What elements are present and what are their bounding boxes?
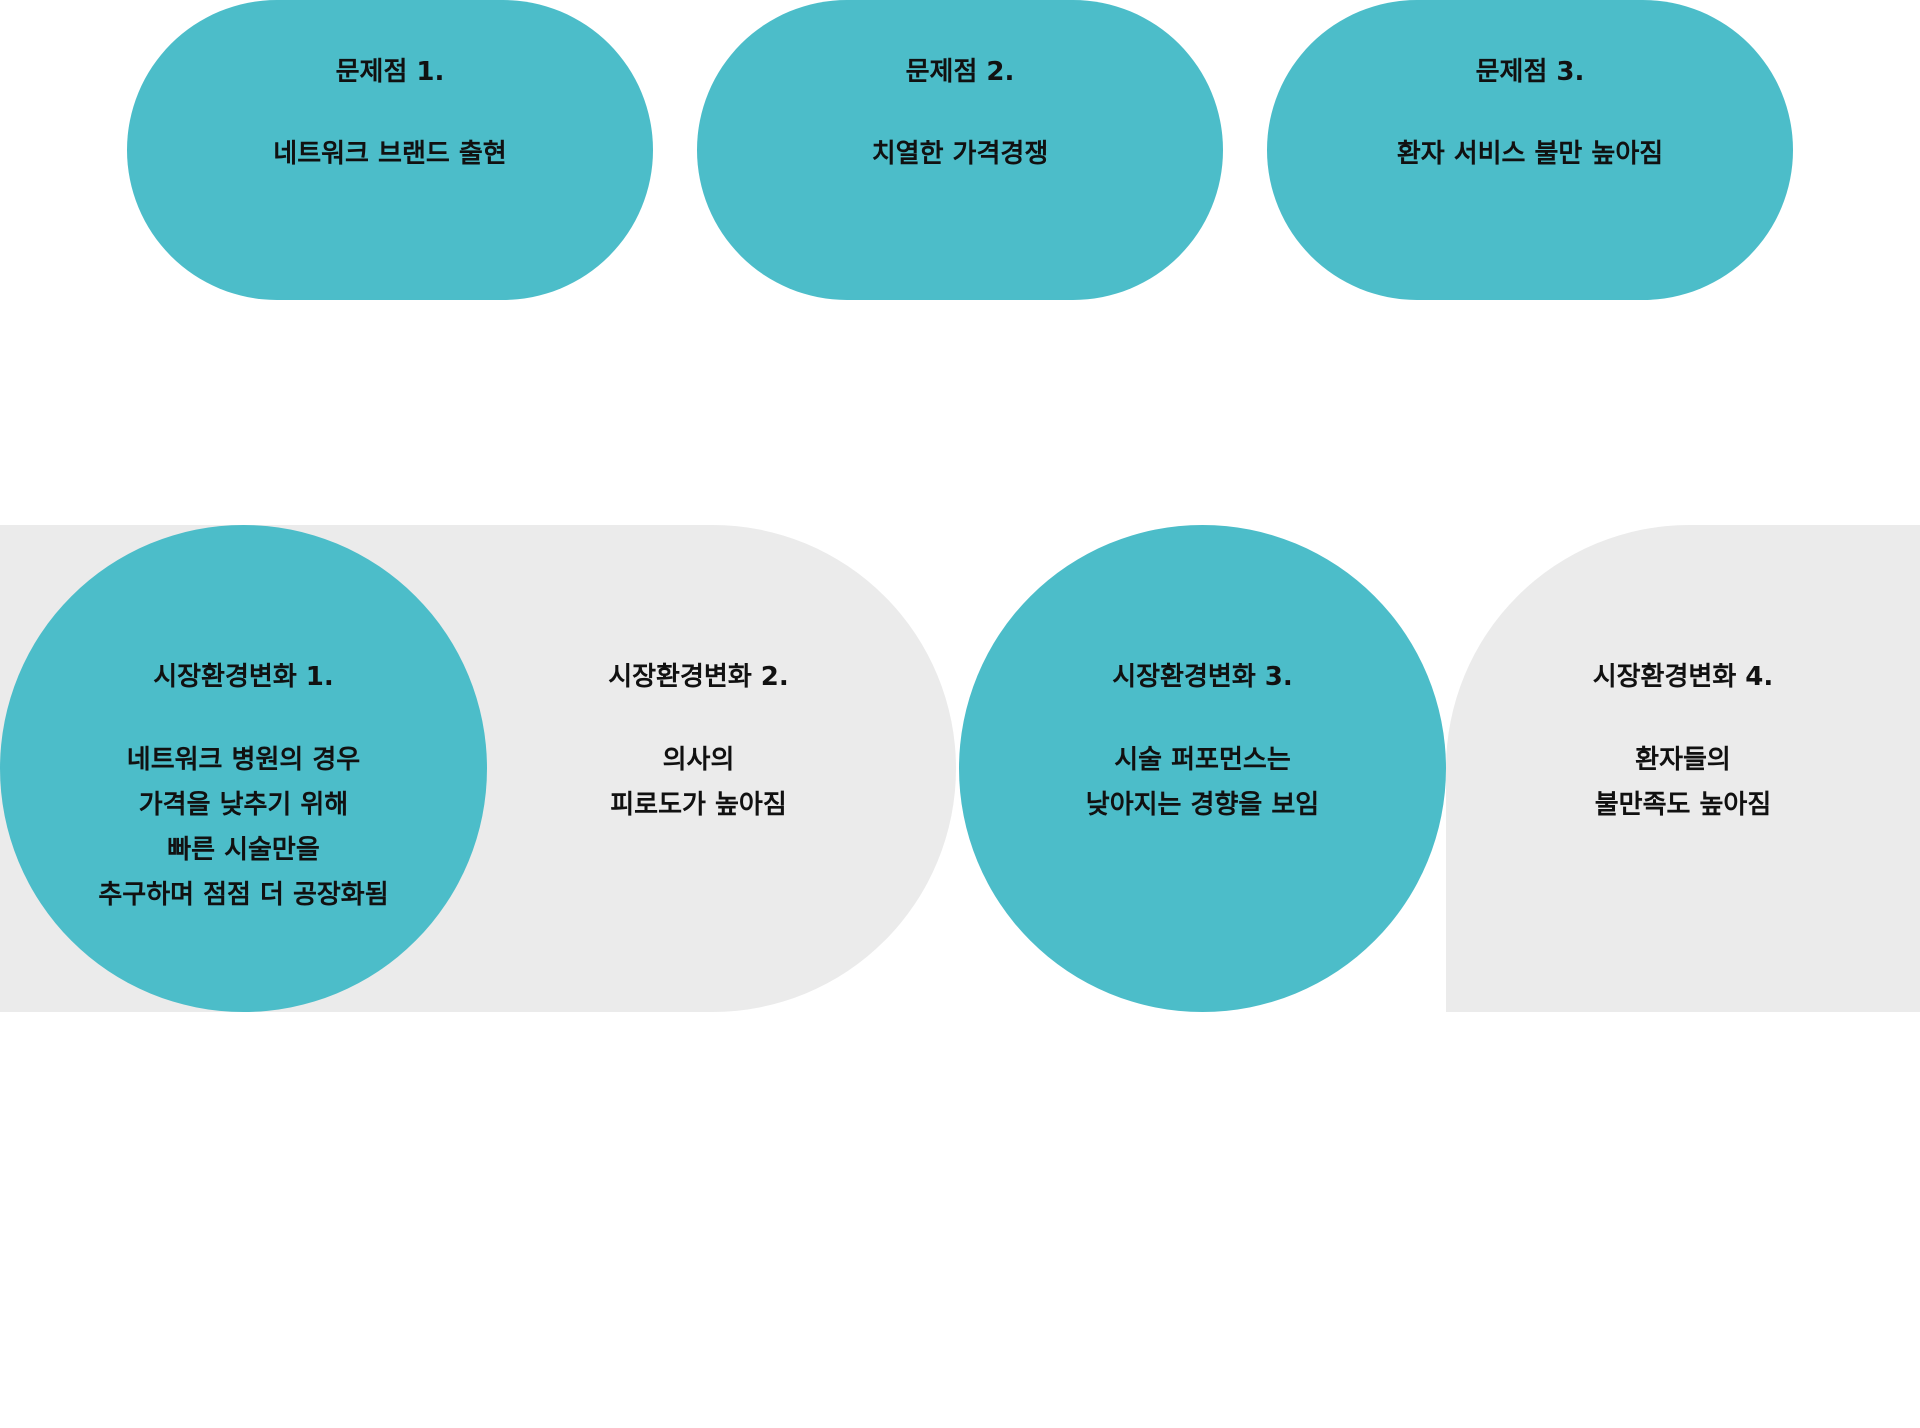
market-change-title: 시장환경변화 2.: [608, 662, 789, 692]
problem-title: 문제점 2.: [905, 57, 1015, 87]
market-change-line: 피로도가 높아짐: [610, 790, 787, 820]
market-change-3: 시장환경변화 3. 시술 퍼포먼스는 낮아지는 경향을 보임: [959, 655, 1446, 828]
problem-title: 문제점 1.: [335, 57, 445, 87]
market-change-title: 시장환경변화 4.: [1592, 662, 1774, 692]
market-change-line: 네트워크 병원의 경우: [126, 745, 361, 775]
market-change-line: 낮아지는 경향을 보임: [1085, 790, 1320, 820]
market-change-line: 불만족도 높아짐: [1594, 790, 1772, 820]
problem-desc: 네트워크 브랜드 출현: [273, 139, 507, 169]
problem-desc: 치열한 가격경쟁: [871, 139, 1049, 169]
market-change-2: 시장환경변화 2. 의사의 피로도가 높아짐: [487, 655, 910, 828]
problem-pill-1: 문제점 1. 네트워크 브랜드 출현: [127, 0, 653, 300]
problem-pill-3: 문제점 3. 환자 서비스 불만 높아짐: [1267, 0, 1793, 300]
market-change-line: 시술 퍼포먼스는: [1114, 745, 1291, 775]
market-change-title: 시장환경변화 1.: [153, 662, 334, 692]
market-band-right: [1446, 525, 1920, 1012]
market-change-1: 시장환경변화 1. 네트워크 병원의 경우 가격을 낮추기 위해 빠른 시술만을…: [0, 655, 487, 918]
problem-desc: 환자 서비스 불만 높아짐: [1396, 139, 1664, 169]
market-change-line: 의사의: [662, 745, 735, 775]
market-change-4: 시장환경변화 4. 환자들의 불만족도 높아짐: [1446, 655, 1920, 828]
market-change-line: 가격을 낮추기 위해: [138, 790, 349, 820]
market-change-title: 시장환경변화 3.: [1112, 662, 1293, 692]
market-change-line: 환자들의: [1635, 745, 1731, 775]
problem-pill-2: 문제점 2. 치열한 가격경쟁: [697, 0, 1223, 300]
market-circle-3: [959, 525, 1446, 1012]
market-change-line: 추구하며 점점 더 공장화됨: [98, 880, 389, 910]
problem-title: 문제점 3.: [1475, 57, 1585, 87]
market-circle-1: [0, 525, 487, 1012]
market-change-line: 빠른 시술만을: [167, 835, 320, 865]
